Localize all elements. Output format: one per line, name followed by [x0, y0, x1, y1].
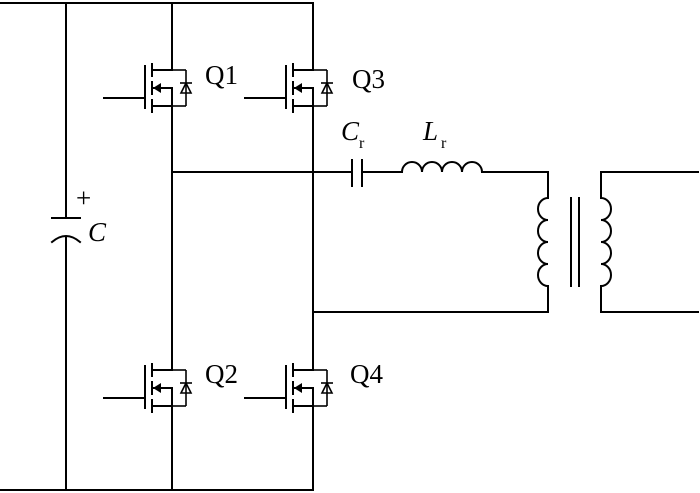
mosfet-q3 [244, 57, 334, 119]
lr-label: L [422, 116, 438, 146]
mosfet-q4 [244, 357, 334, 419]
secondary-coil [599, 196, 612, 288]
lr-coil [400, 161, 484, 174]
cr-subscript: r [359, 135, 365, 152]
lr-subscript: r [441, 135, 447, 152]
q3-label: Q3 [352, 64, 385, 94]
cap-plate-negative [50, 235, 82, 244]
capacitor-label: C [88, 217, 107, 247]
cr-label: C [341, 116, 360, 146]
q2-label: Q2 [205, 359, 238, 389]
primary-coil [537, 196, 550, 288]
q1-label: Q1 [205, 60, 238, 90]
capacitor-polarity: + [76, 183, 91, 213]
mosfet-q2 [103, 357, 193, 419]
q4-label: Q4 [350, 359, 383, 389]
mosfet-q1 [103, 57, 193, 119]
